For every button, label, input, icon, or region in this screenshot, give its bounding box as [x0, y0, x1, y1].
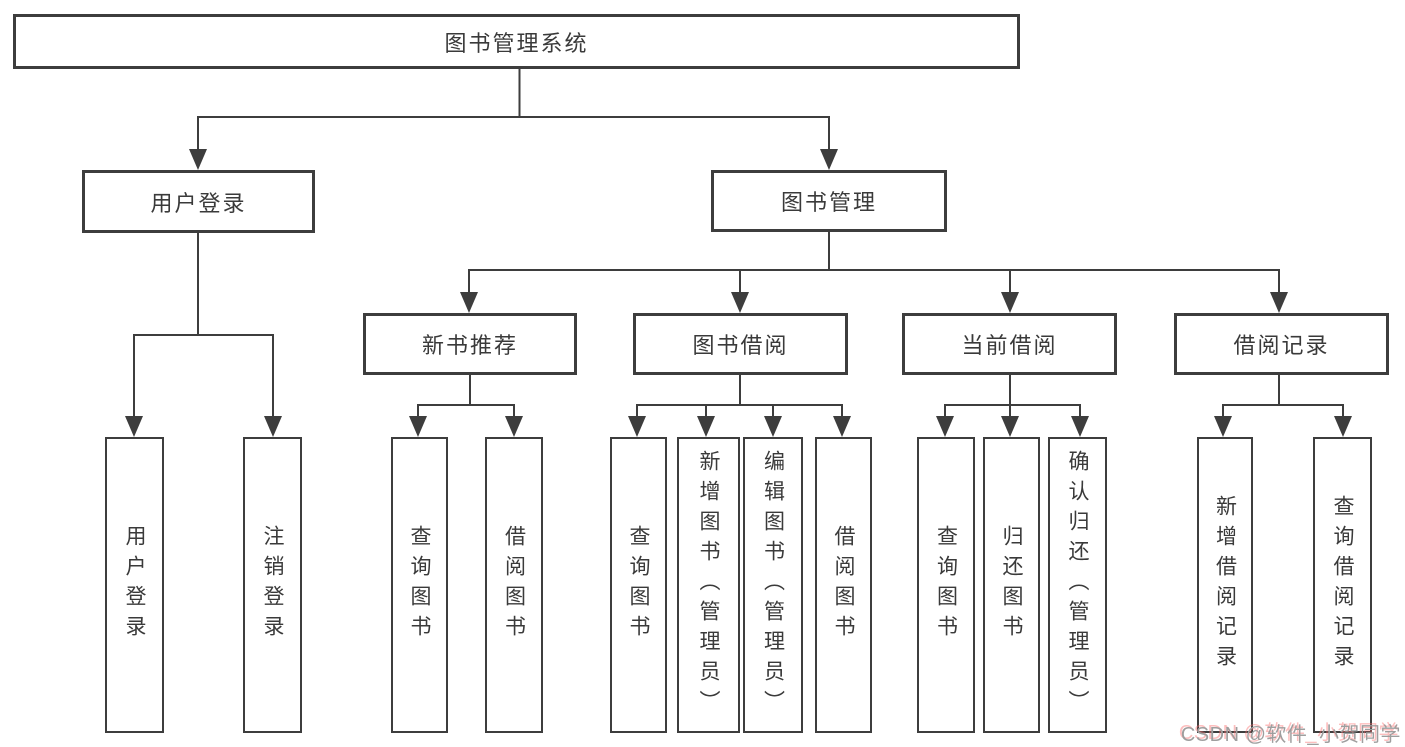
csdn-watermark: CSDN @软件_小贺同学	[1180, 724, 1401, 746]
group-book-borrow: 图书借阅	[633, 313, 848, 375]
group-new-book-recommend: 新书推荐	[363, 313, 577, 375]
leaf-add-borrow-record: 新增借阅记录	[1197, 437, 1253, 733]
leaf-edit-books-admin: 编辑图书（管理员）	[743, 437, 803, 733]
group-current-borrow: 当前借阅	[902, 313, 1117, 375]
group-borrow-records: 借阅记录	[1174, 313, 1389, 375]
leaf-confirm-return-admin: 确认归还（管理员）	[1048, 437, 1107, 733]
branch-book-management: 图书管理	[711, 170, 947, 232]
branch-user-login: 用户登录	[82, 170, 315, 233]
leaf-add-books-admin: 新增图书（管理员）	[677, 437, 740, 733]
leaf-query-books-borrow: 查询图书	[610, 437, 667, 733]
leaf-return-books: 归还图书	[983, 437, 1040, 733]
node-root: 图书管理系统	[13, 14, 1020, 69]
leaf-user-login: 用户登录	[105, 437, 164, 733]
leaf-borrow-books-recommend: 借阅图书	[485, 437, 543, 733]
leaf-query-books-recommend: 查询图书	[391, 437, 448, 733]
leaf-logout: 注销登录	[243, 437, 302, 733]
leaf-query-borrow-record: 查询借阅记录	[1313, 437, 1372, 733]
leaf-query-books-current: 查询图书	[917, 437, 975, 733]
leaf-borrow-books: 借阅图书	[815, 437, 872, 733]
